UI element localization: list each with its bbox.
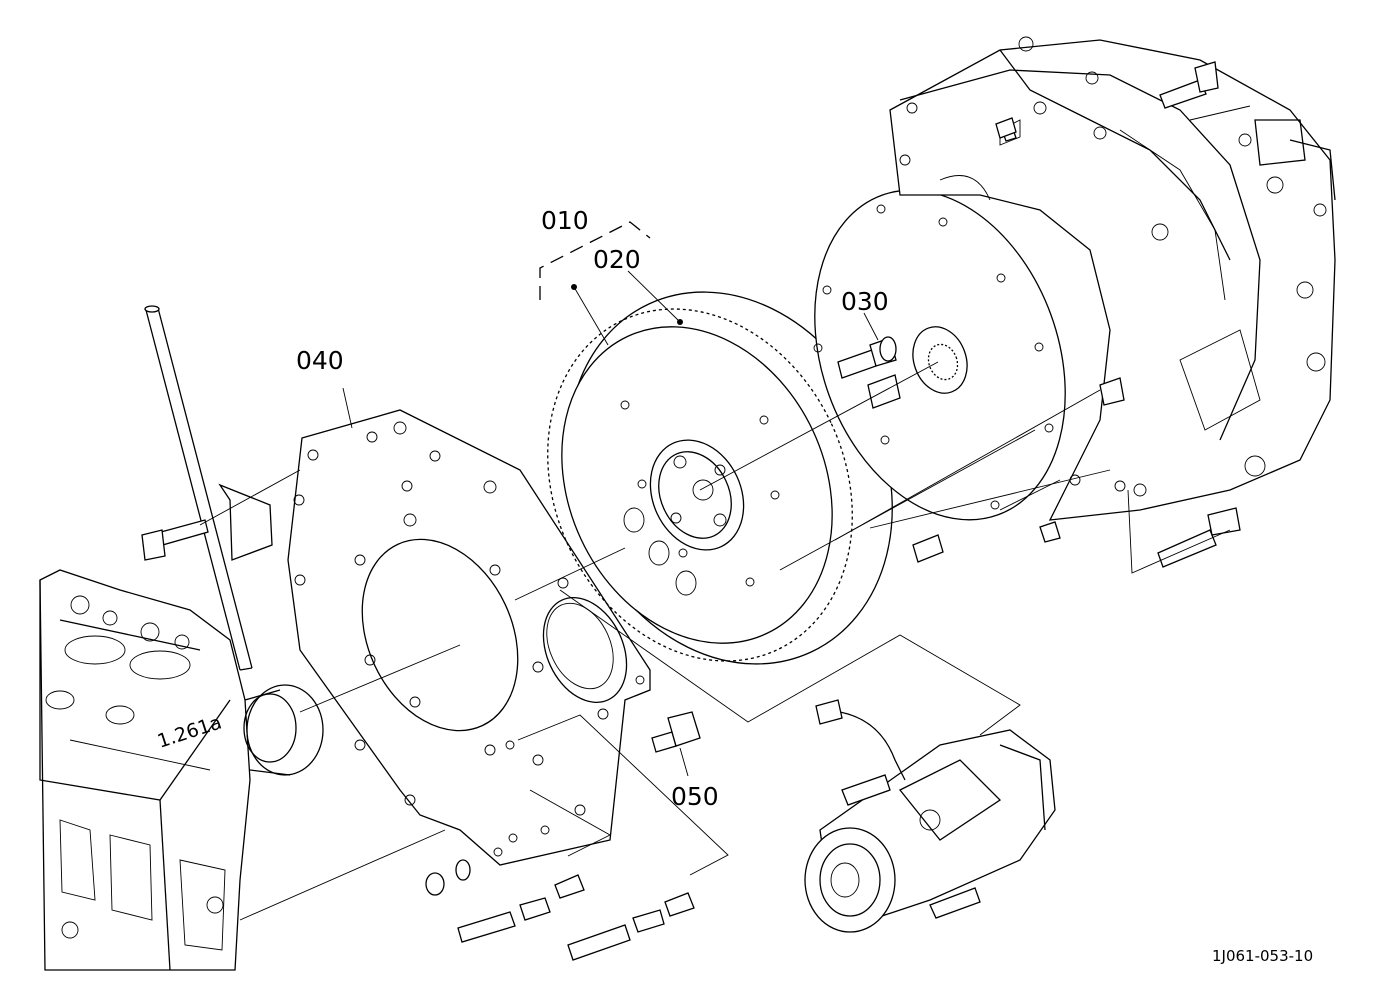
flywheel-bolt [837, 336, 897, 379]
callout-020: 020 [593, 245, 641, 274]
callout-leaders [342, 221, 879, 777]
engine-block: 1.261a [39, 305, 324, 971]
callout-040: 040 [296, 346, 344, 375]
dowel-pin-small [995, 117, 1017, 139]
flex-plate [813, 189, 1066, 521]
dowel-pin [912, 534, 944, 563]
starter-motor [804, 699, 1056, 933]
plug-050 [651, 711, 701, 753]
callout-030: 030 [841, 287, 889, 316]
transmission-housing [889, 36, 1336, 568]
engine-plate [287, 409, 651, 866]
flywheel [547, 291, 893, 665]
callout-010: 010 [541, 206, 589, 235]
reference-code: 1J061-053-10 [1212, 947, 1313, 965]
fastener-set [425, 859, 695, 961]
callout-050: 050 [671, 782, 719, 811]
leader-lines [199, 105, 1251, 921]
